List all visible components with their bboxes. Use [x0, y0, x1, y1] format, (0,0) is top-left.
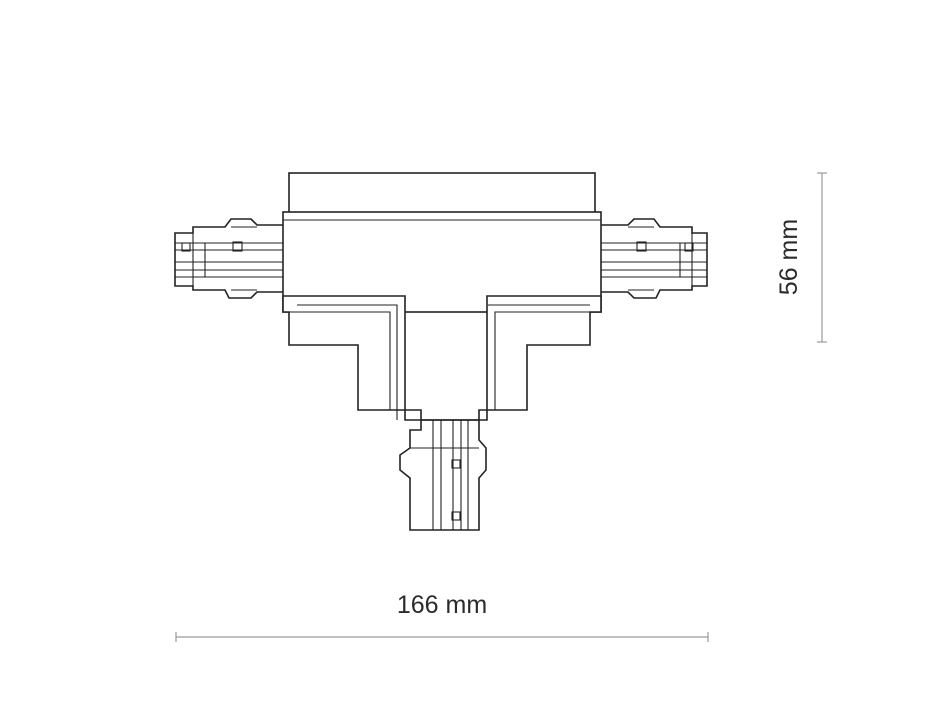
right-rail-adapter: [599, 218, 708, 299]
width-dimension-label: 166 mm: [397, 591, 487, 619]
height-dimension: 56 mm: [775, 172, 827, 343]
bottom-rail-adapter: [399, 419, 487, 531]
left-rail-adapter: [174, 218, 286, 299]
height-dimension-label: 56 mm: [775, 219, 803, 295]
width-dimension: 166 mm: [175, 591, 709, 642]
t-connector-body: [282, 172, 602, 421]
